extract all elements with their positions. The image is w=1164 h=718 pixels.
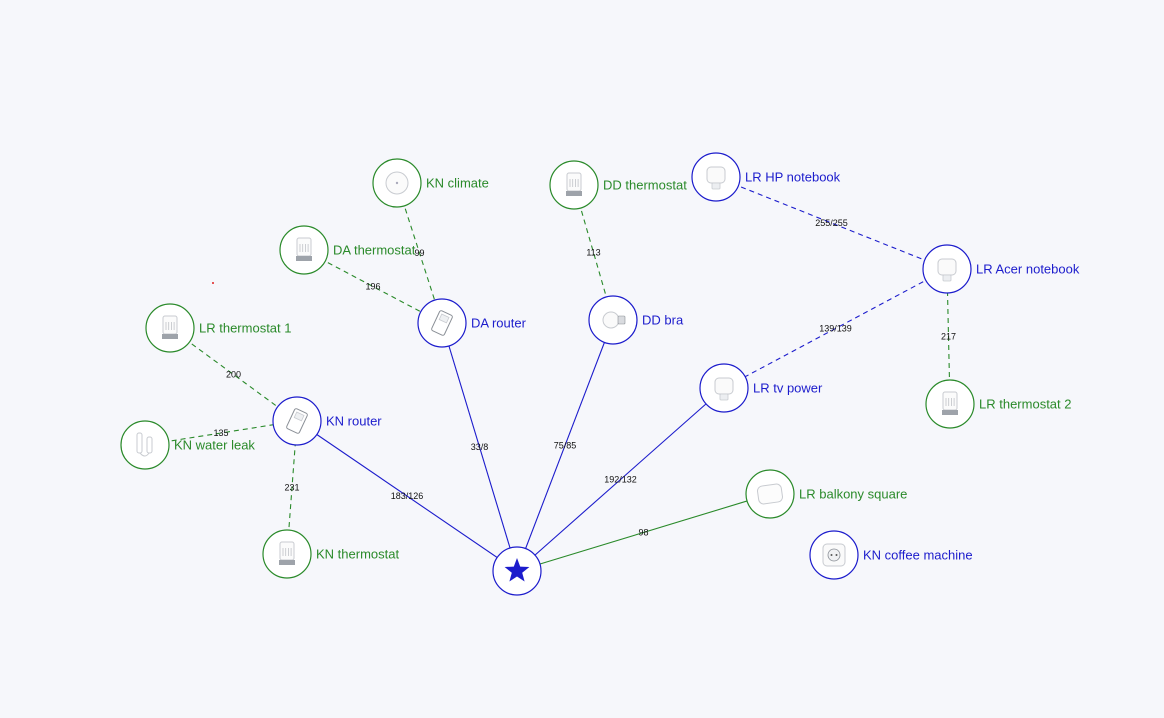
- edge-lr-hp-notebook-to-lr-acer-notebook: [715, 176, 948, 270]
- node-label: DD bra: [642, 313, 684, 328]
- node-ring: [120, 420, 170, 470]
- node-label: KN climate: [426, 176, 489, 191]
- edge-da-router-to-coordinator: [441, 322, 518, 572]
- stray-dot: [212, 282, 214, 284]
- node-label: KN water leak: [174, 438, 255, 453]
- plug-icon: [706, 166, 726, 190]
- climate-sensor-icon: [385, 171, 409, 195]
- node-da-thermostat[interactable]: DA thermostat: [279, 225, 416, 275]
- edge-dd-bra-to-coordinator: [516, 319, 614, 572]
- water-leak-icon: [136, 432, 153, 457]
- thermostat-icon: [566, 172, 582, 196]
- thermostat-icon: [162, 315, 178, 339]
- edge-label-lr-tv-power: 192/132: [604, 475, 637, 485]
- node-label: DD thermostat: [603, 178, 687, 193]
- usb-router-icon: [431, 310, 453, 336]
- node-label: LR balkony square: [799, 487, 907, 502]
- node-label: LR tv power: [753, 381, 823, 396]
- node-lr-balkony-square[interactable]: LR balkony square: [745, 469, 907, 519]
- edge-lr-tv-power-to-coordinator: [516, 387, 725, 572]
- plug-icon: [937, 258, 957, 282]
- node-label: LR Acer notebook: [976, 262, 1080, 277]
- edge-label-lr-thermostat-2: 217: [941, 332, 956, 342]
- node-kn-water-leak[interactable]: KN water leak: [120, 420, 255, 470]
- edge-kn-router-to-coordinator: [296, 420, 518, 572]
- edge-label-kn-water-leak: 135: [213, 428, 228, 438]
- node-label: DA thermostat: [333, 243, 416, 258]
- node-dd-bra[interactable]: DD bra: [588, 295, 684, 345]
- edge-label-lr-balkony-square: 98: [638, 528, 648, 538]
- edge-label-dd-thermostat: 113: [586, 248, 600, 258]
- square-button-icon: [757, 483, 783, 505]
- edge-label-lr-acer-notebook: 139/139: [819, 324, 852, 334]
- bulb-icon: [602, 311, 626, 329]
- nodes-layer: KN router DA router DD bra LR tv power LR Ac…: [120, 152, 1080, 596]
- socket-icon: [822, 543, 846, 567]
- thermostat-icon: [296, 237, 312, 261]
- node-label: DA router: [471, 316, 527, 331]
- node-label: KN router: [326, 414, 382, 429]
- node-kn-thermostat[interactable]: KN thermostat: [262, 529, 399, 579]
- edge-label-kn-router: 183/126: [391, 491, 424, 501]
- node-kn-coffee-machine[interactable]: KN coffee machine: [809, 530, 973, 580]
- node-lr-thermostat-2[interactable]: LR thermostat 2: [925, 379, 1072, 429]
- node-lr-tv-power[interactable]: LR tv power: [699, 363, 823, 413]
- node-dd-thermostat[interactable]: DD thermostat: [549, 160, 687, 210]
- node-label: KN thermostat: [316, 547, 399, 562]
- usb-router-icon: [286, 408, 308, 434]
- edge-label-kn-thermostat: 231: [284, 483, 299, 493]
- edge-label-dd-bra: 75/85: [554, 441, 577, 451]
- edge-kn-water-leak-to-kn-router: [144, 420, 298, 446]
- node-lr-thermostat-1[interactable]: LR thermostat 1: [145, 303, 292, 353]
- edge-labels-layer: 183/126 33/8 75/85 192/132 98 139/139 255/255 9…: [213, 218, 956, 538]
- star-icon: [504, 558, 530, 582]
- plug-icon: [714, 377, 734, 401]
- thermostat-icon: [279, 541, 295, 565]
- node-label: KN coffee machine: [863, 548, 973, 563]
- edge-label-da-router: 33/8: [471, 442, 489, 452]
- edge-da-thermostat-to-da-router: [303, 249, 443, 324]
- edge-lr-balkony-square-to-coordinator: [516, 493, 771, 572]
- edges-layer: [144, 176, 951, 572]
- edge-label-da-thermostat: 196: [365, 282, 380, 292]
- node-lr-hp-notebook[interactable]: LR HP notebook: [691, 152, 841, 202]
- node-kn-climate[interactable]: KN climate: [372, 158, 489, 208]
- edge-label-kn-climate: 99: [414, 248, 424, 258]
- edge-label-lr-hp-notebook: 255/255: [815, 218, 848, 228]
- node-da-router[interactable]: DA router: [417, 298, 527, 348]
- edge-kn-climate-to-da-router: [396, 182, 443, 324]
- node-coordinator[interactable]: [492, 546, 542, 596]
- node-label: LR thermostat 1: [199, 321, 292, 336]
- node-lr-acer-notebook[interactable]: LR Acer notebook: [922, 244, 1080, 294]
- node-label: LR HP notebook: [745, 170, 841, 185]
- edge-label-lr-thermostat-1: 200: [226, 370, 241, 380]
- node-kn-router[interactable]: KN router: [272, 396, 382, 446]
- edge-lr-acer-notebook-to-lr-tv-power: [723, 268, 948, 389]
- node-label: LR thermostat 2: [979, 397, 1072, 412]
- thermostat-icon: [942, 391, 958, 415]
